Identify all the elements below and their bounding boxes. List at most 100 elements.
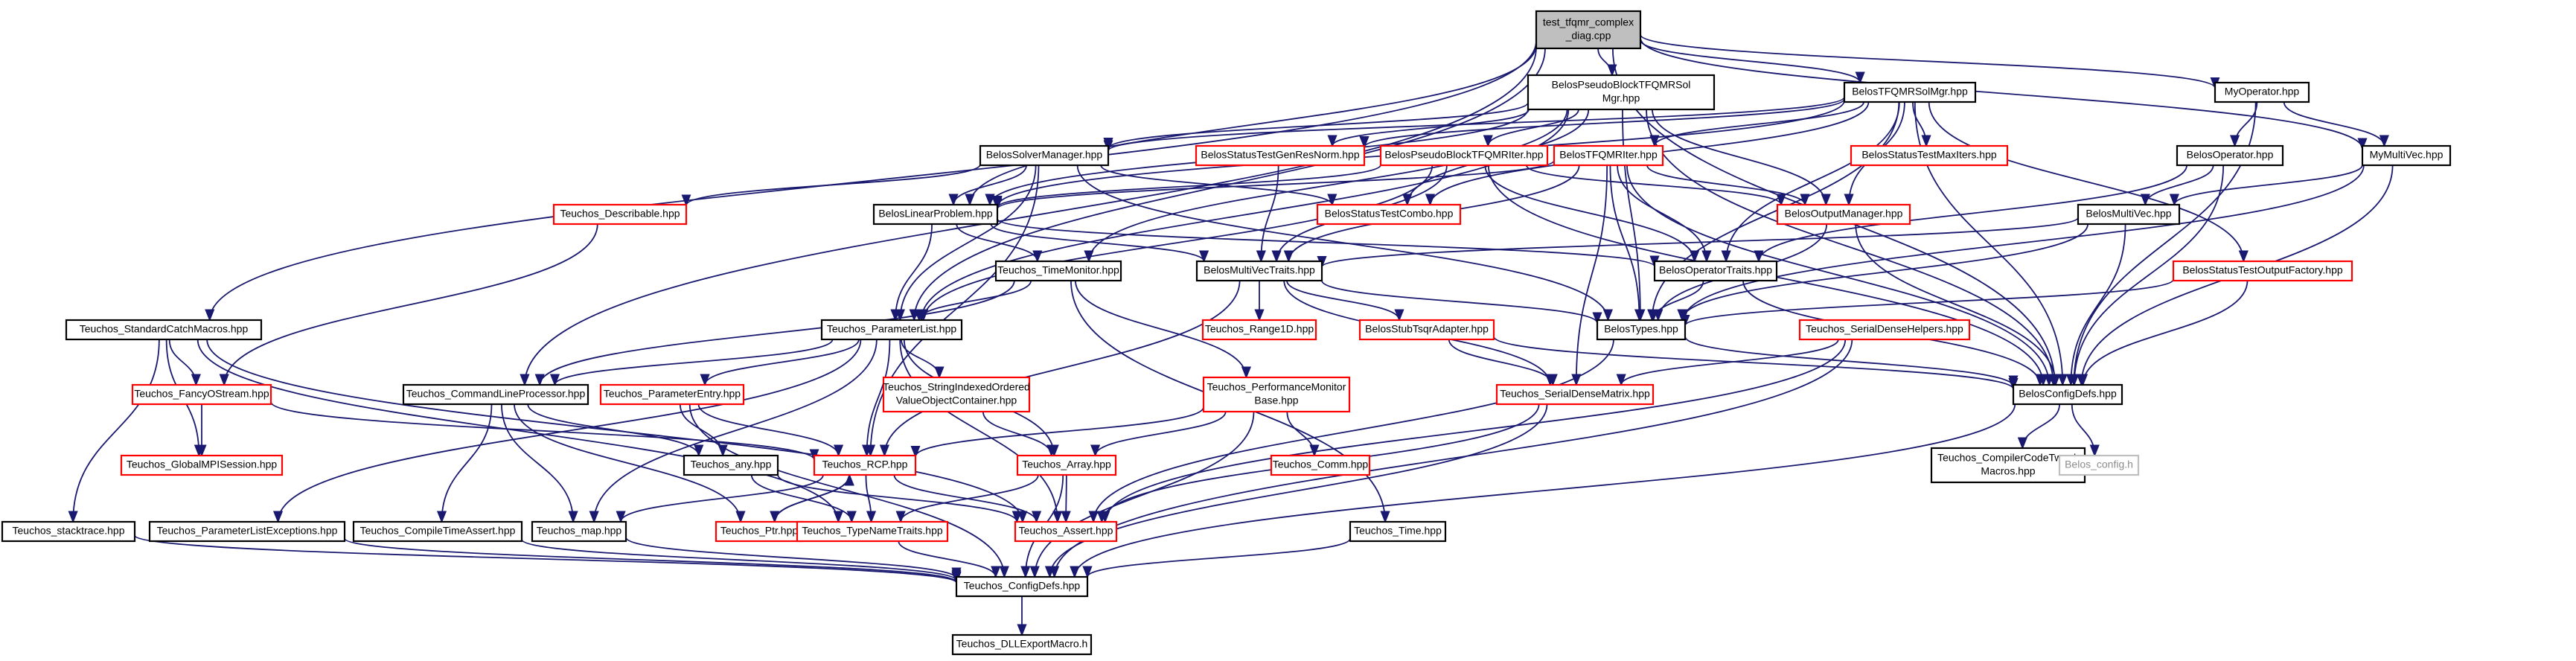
node-stubtsqr[interactable]: BelosStubTsqrAdapter.hpp [1358,319,1495,341]
node-label-mymultivec: MyMultiVec.hpp [2370,149,2444,161]
node-t_time[interactable]: Teuchos_Time.hpp [1349,520,1447,543]
node-label-sdmatrix: Teuchos_SerialDenseMatrix.hpp [1500,388,1650,400]
edge-root-to-linearproblem [970,44,1537,205]
edge-root-to-tfqmr_solmgr [1640,39,1860,83]
node-sts_genresnorm[interactable]: BelosStatusTestGenResNorm.hpp [1195,144,1366,167]
node-linearproblem[interactable]: BelosLinearProblem.hpp [872,203,999,226]
edge-t_any-to-t_assert [777,474,1017,523]
node-dllexport[interactable]: Teuchos_DLLExportMacro.h [951,633,1093,656]
node-label-stringindexed: ValueObjectContainer.hpp [896,395,1017,406]
node-box-globalmpi [120,454,284,476]
node-label-myoperator: MyOperator.hpp [2225,86,2300,98]
node-belosconfig[interactable]: BelosConfigDefs.hpp [2012,383,2123,406]
edge-cmdlineproc-to-t_map [501,403,573,522]
node-timemonitor[interactable]: Teuchos_TimeMonitor.hpp [994,260,1122,282]
node-solvermanager[interactable]: BelosSolverManager.hpp [979,144,1110,167]
node-sdmatrix[interactable]: Teuchos_SerialDenseMatrix.hpp [1495,383,1655,406]
node-t_configdefs[interactable]: Teuchos_ConfigDefs.hpp [955,575,1089,598]
node-multivec[interactable]: BelosMultiVec.hpp [2077,203,2181,226]
node-box-timemonitor [994,260,1122,282]
edge-paramlist-to-t_assert [899,339,1058,522]
node-mymultivec[interactable]: MyMultiVec.hpp [2361,144,2452,167]
edge-paramlist-to-t_rcp [867,339,891,456]
edge-std_catch-to-typenametraits [196,339,839,522]
node-label-root: _diag.cpp [1565,30,1611,42]
node-typenametraits[interactable]: Teuchos_TypeNameTraits.hpp [796,520,949,543]
node-tfqmr_iter[interactable]: BelosTFQMRIter.hpp [1553,144,1664,167]
node-label-tfqmr_iter: BelosTFQMRIter.hpp [1559,149,1658,161]
node-fancyostream[interactable]: Teuchos_FancyOStream.hpp [131,383,272,406]
edge-solvermanager-to-t_rcp [871,165,1040,456]
node-label-compiletimeassert: Teuchos_CompileTimeAssert.hpp [360,525,516,537]
node-label-std_catch: Teuchos_StandardCatchMacros.hpp [80,323,249,335]
node-t_comm[interactable]: Teuchos_Comm.hpp [1270,454,1371,476]
node-outputmanager[interactable]: BelosOutputManager.hpp [1776,203,1911,226]
node-box-sdhelpers [1798,319,1971,341]
node-box-t_any [683,454,779,476]
node-label-stubtsqr: BelosStubTsqrAdapter.hpp [1365,323,1489,335]
node-box-root [1535,10,1642,50]
edge-t_array-to-t_assert [1066,474,1067,522]
node-cmdlineproc[interactable]: Teuchos_CommandLineProcessor.hpp [402,383,589,406]
node-stringindexed[interactable]: Teuchos_StringIndexedOrderedValueObjectC… [882,376,1031,413]
node-t_assert[interactable]: Teuchos_Assert.hpp [1014,520,1118,543]
node-label-t_assert: Teuchos_Assert.hpp [1019,525,1113,537]
node-optraits[interactable]: BelosOperatorTraits.hpp [1653,260,1778,282]
edge-multivec-to-belosconfig [2071,223,2126,385]
node-range1d[interactable]: Teuchos_Range1D.hpp [1201,319,1317,341]
node-label-compilertweak: Teuchos_CompilerCodeTweak [1937,452,2080,464]
node-sdhelpers[interactable]: Teuchos_SerialDenseHelpers.hpp [1798,319,1971,341]
node-sts_combo[interactable]: BelosStatusTestCombo.hpp [1316,203,1462,226]
edge-root-to-myoperator [1640,34,2215,89]
edge-linearproblem-to-timemonitor [956,223,1038,262]
node-t_describable[interactable]: Teuchos_Describable.hpp [552,203,688,226]
node-belostypes[interactable]: BelosTypes.hpp [1596,319,1687,341]
edge-linearproblem-to-paramlist [895,223,933,320]
node-paramlist[interactable]: Teuchos_ParameterList.hpp [820,319,963,341]
node-label-globalmpi: Teuchos_GlobalMPISession.hpp [127,459,278,470]
edge-std_catch-to-stacktrace [73,339,160,522]
edge-t_ptr-to-t_rcp [773,474,850,523]
edge-tfqmr_solmgr-to-belosconfig [1914,101,2062,385]
node-mvtraits[interactable]: BelosMultiVecTraits.hpp [1195,260,1323,282]
edge-root-to-mymultivec [1640,37,2362,150]
node-paramentry[interactable]: Teuchos_ParameterEntry.hpp [599,383,745,406]
node-myoperator[interactable]: MyOperator.hpp [2214,81,2310,103]
node-globalmpi[interactable]: Teuchos_GlobalMPISession.hpp [120,454,284,476]
node-sts_outputfactory[interactable]: BelosStatusTestOutputFactory.hpp [2172,260,2353,282]
node-label-compilertweak: Macros.hpp [1981,465,2035,477]
node-box-sts_genresnorm [1195,144,1366,167]
node-box-belos_operator [2176,144,2284,167]
node-std_catch[interactable]: Teuchos_StandardCatchMacros.hpp [65,319,263,341]
edge-pbtfqmr_solmgr-to-belosconfig [1646,109,2054,385]
edge-belos_operator-to-multivec [2145,165,2214,205]
node-box-pbtfqmr_iter [1379,144,1549,167]
node-pbtfqmr_iter[interactable]: BelosPseudoBlockTFQMRIter.hpp [1379,144,1549,167]
node-box-fancyostream [131,383,272,406]
node-plexceptions[interactable]: Teuchos_ParameterListExceptions.hpp [148,520,346,543]
node-tfqmr_solmgr[interactable]: BelosTFQMRSolMgr.hpp [1843,81,1977,103]
node-t_ptr[interactable]: Teuchos_Ptr.hpp [715,520,804,543]
node-box-t_configdefs [955,575,1089,598]
node-box-sts_outputfactory [2172,260,2353,282]
node-belos_operator[interactable]: BelosOperator.hpp [2176,144,2284,167]
node-label-timemonitor: Teuchos_TimeMonitor.hpp [997,264,1119,276]
node-t_array[interactable]: Teuchos_Array.hpp [1016,454,1117,476]
node-label-solvermanager: BelosSolverManager.hpp [986,149,1103,161]
node-label-perfmon: Teuchos_PerformanceMonitor [1207,381,1346,393]
node-t_any[interactable]: Teuchos_any.hpp [683,454,779,476]
node-t_rcp[interactable]: Teuchos_RCP.hpp [813,454,917,476]
node-t_map[interactable]: Teuchos_map.hpp [531,520,627,543]
node-compiletimeassert[interactable]: Teuchos_CompileTimeAssert.hpp [352,520,523,543]
node-stacktrace[interactable]: Teuchos_stacktrace.hpp [1,520,136,543]
node-sts_maxiters[interactable]: BelosStatusTestMaxIters.hpp [1850,144,2009,167]
edge-pbtfqmr_solmgr-to-timemonitor [1089,109,1568,261]
node-label-tfqmr_solmgr: BelosTFQMRSolMgr.hpp [1852,86,1968,98]
node-belos_config_h[interactable]: Belos_config.h [2058,454,2140,476]
node-box-mymultivec [2361,144,2452,167]
node-box-range1d [1201,319,1317,341]
